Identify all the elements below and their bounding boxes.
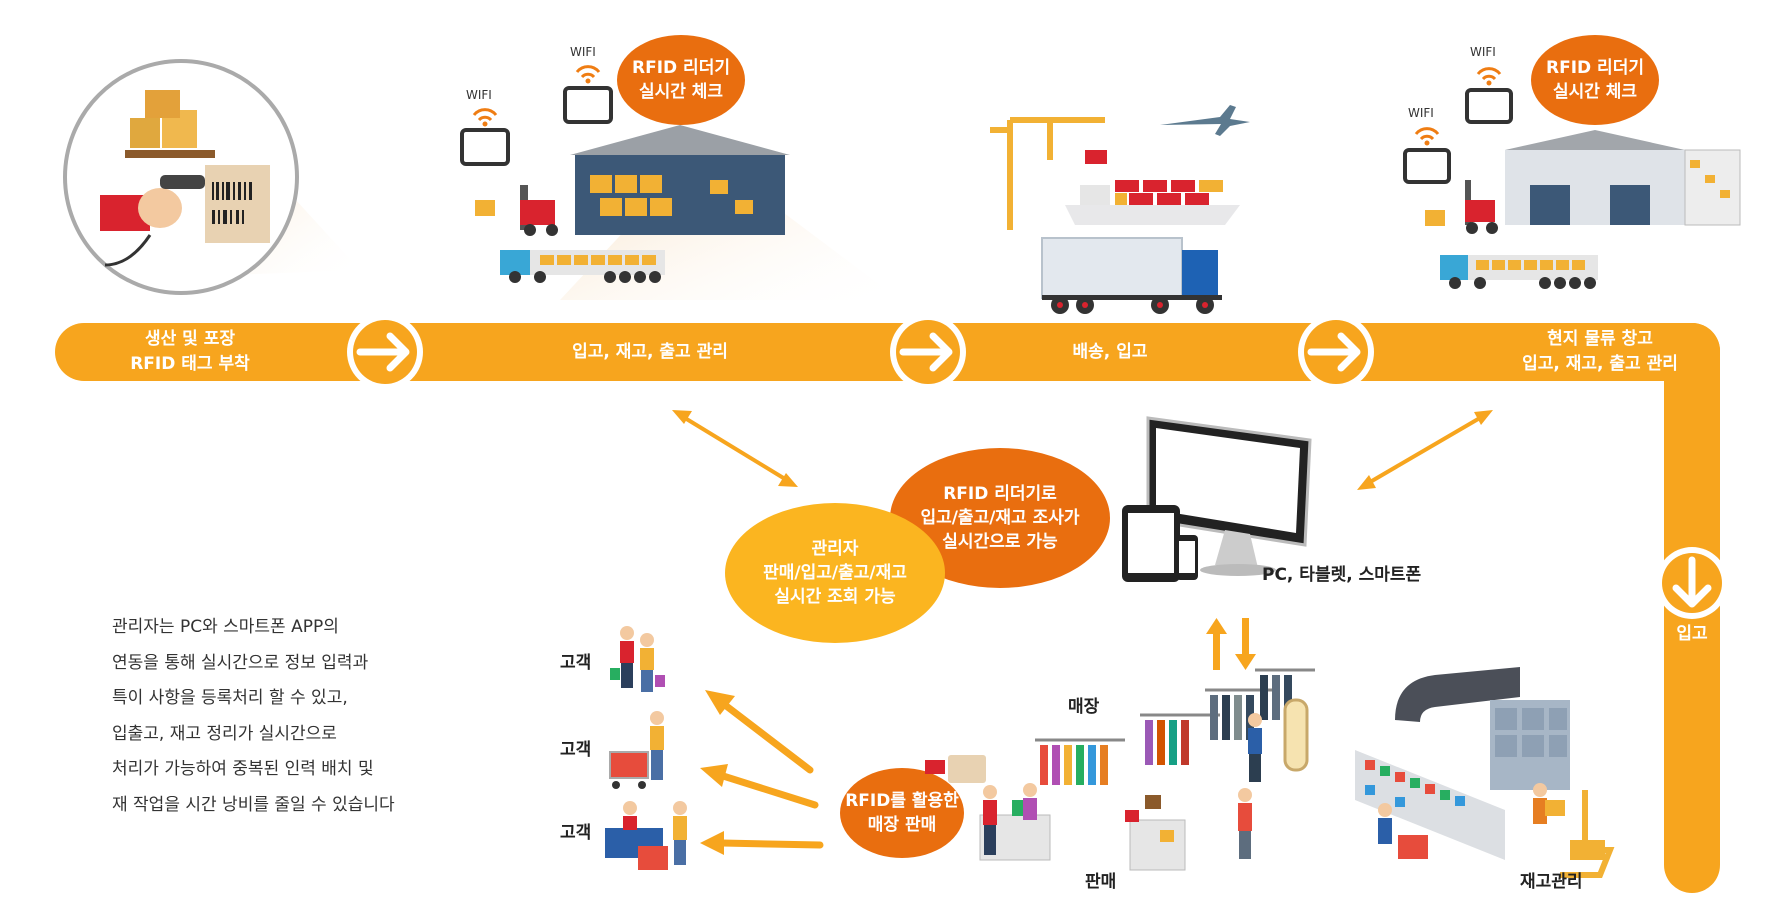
reader-center-line1: RFID 리더기로 xyxy=(943,484,1057,504)
inventory-label: 재고관리 xyxy=(1520,872,1583,892)
store-sale-line1: RFID를 활용한 xyxy=(845,791,959,811)
manager-line3: 실시간 조회 가능 xyxy=(774,587,896,607)
tablet-device-icon xyxy=(1122,505,1180,582)
reader-bubble-right-line2: 실시간 체크 xyxy=(1552,82,1638,102)
flow-stage-1-line1: 생산 및 포장 xyxy=(144,329,236,349)
flow-arrow-icon xyxy=(347,314,423,390)
barcode-scanner-illustration xyxy=(63,59,360,295)
tablet-icon xyxy=(1403,127,1451,184)
reader-center-line2: 입고/출고/재고 조사가 xyxy=(920,508,1080,528)
tablet-icon xyxy=(460,108,510,166)
inventory-illustration xyxy=(1355,667,1615,878)
wifi-label: WIFI xyxy=(466,88,492,102)
store-illustration xyxy=(925,668,1315,871)
reader-bubble-left xyxy=(617,35,745,125)
flow-stage-2: 입고, 재고, 출고 관리 xyxy=(572,342,728,362)
reader-bubble-left-text: RFID 리더기 실시간 체크 xyxy=(617,56,745,104)
reader-bubble-right-text: RFID 리더기 실시간 체크 xyxy=(1531,56,1659,104)
local-warehouse-illustration xyxy=(1425,130,1741,289)
reader-bubble-right xyxy=(1531,35,1659,125)
reader-center-bubble xyxy=(890,448,1110,588)
reader-center-text: RFID 리더기로 입고/출고/재고 조사가 실시간으로 가능 xyxy=(895,482,1105,554)
flow-stage-4-line2: 입고, 재고, 출고 관리 xyxy=(1522,354,1678,374)
reader-center-line3: 실시간으로 가능 xyxy=(942,532,1058,552)
flow-arrow-icon xyxy=(890,314,966,390)
shipping-illustration xyxy=(990,105,1250,314)
reader-bubble-left-line1: RFID 리더기 xyxy=(632,58,730,78)
description-line: 재 작업을 시간 낭비를 줄일 수 있습니다 xyxy=(112,794,395,815)
reader-bubble-right-line1: RFID 리더기 xyxy=(1546,58,1644,78)
description-line: 관리자는 PC와 스마트폰 APP의 xyxy=(112,617,339,637)
devices-label: PC, 타블렛, 스마트폰 xyxy=(1262,565,1422,585)
smartphone-icon xyxy=(1176,535,1198,580)
manager-bubble xyxy=(725,503,945,643)
to-customer-arrow-icon xyxy=(700,690,824,855)
store-sale-line2: 매장 판매 xyxy=(867,815,937,835)
flow-stage-4: 현지 물류 창고 입고, 재고, 출고 관리 xyxy=(1490,327,1710,377)
customer-label: 고객 xyxy=(560,823,592,843)
description-line: 입출고, 재고 정리가 실시간으로 xyxy=(112,723,337,744)
description-text: 관리자는 PC와 스마트폰 APP의 연동을 통해 실시간으로 정보 입력과 특… xyxy=(112,610,395,823)
store-label: 매장 xyxy=(1068,697,1100,717)
reader-bubble-left-line2: 실시간 체크 xyxy=(638,82,724,102)
flow-down-label: 입고 xyxy=(1676,624,1708,644)
wifi-label: WIFI xyxy=(1470,45,1496,59)
customer-couple-icon xyxy=(610,626,665,692)
store-sale-bubble xyxy=(840,768,964,858)
flow-stage-4-line1: 현지 물류 창고 xyxy=(1547,329,1653,349)
flow-stage-1: 생산 및 포장 RFID 태그 부착 xyxy=(95,327,285,377)
sync-arrow-right-icon xyxy=(1357,410,1493,490)
store-sale-text: RFID를 활용한 매장 판매 xyxy=(840,789,964,837)
manager-text: 관리자 판매/입고/출고/재고 실시간 조회 가능 xyxy=(730,537,940,609)
updown-arrow-icon xyxy=(1206,618,1256,670)
flow-stage-3: 배송, 입고 xyxy=(1072,342,1148,362)
sale-label: 판매 xyxy=(1085,872,1117,892)
flow-down-arrow-icon xyxy=(1656,547,1728,619)
manager-line2: 판매/입고/출고/재고 xyxy=(763,563,907,583)
wifi-label: WIFI xyxy=(570,45,596,59)
description-line: 연동을 통해 실시간으로 정보 입력과 xyxy=(112,652,369,673)
description-line: 특이 사항을 등록처리 할 수 있고, xyxy=(112,688,348,708)
flow-arrow-icon xyxy=(1298,314,1374,390)
flow-stage-1-line2: RFID 태그 부착 xyxy=(130,354,250,374)
tablet-icon xyxy=(1465,67,1513,124)
warehouse-illustration xyxy=(475,125,900,300)
customer-checkout-icon xyxy=(605,801,687,870)
customer-label: 고객 xyxy=(560,653,592,673)
customer-label: 고객 xyxy=(560,740,592,760)
pc-monitor-icon xyxy=(1146,416,1312,576)
tablet-icon xyxy=(563,65,613,124)
manager-line1: 관리자 xyxy=(811,539,859,559)
description-line: 처리가 가능하여 중복된 인력 배치 및 xyxy=(112,759,374,779)
sync-arrow-left-icon xyxy=(672,410,798,487)
customer-cart-icon xyxy=(609,711,664,789)
wifi-label: WIFI xyxy=(1408,106,1434,120)
